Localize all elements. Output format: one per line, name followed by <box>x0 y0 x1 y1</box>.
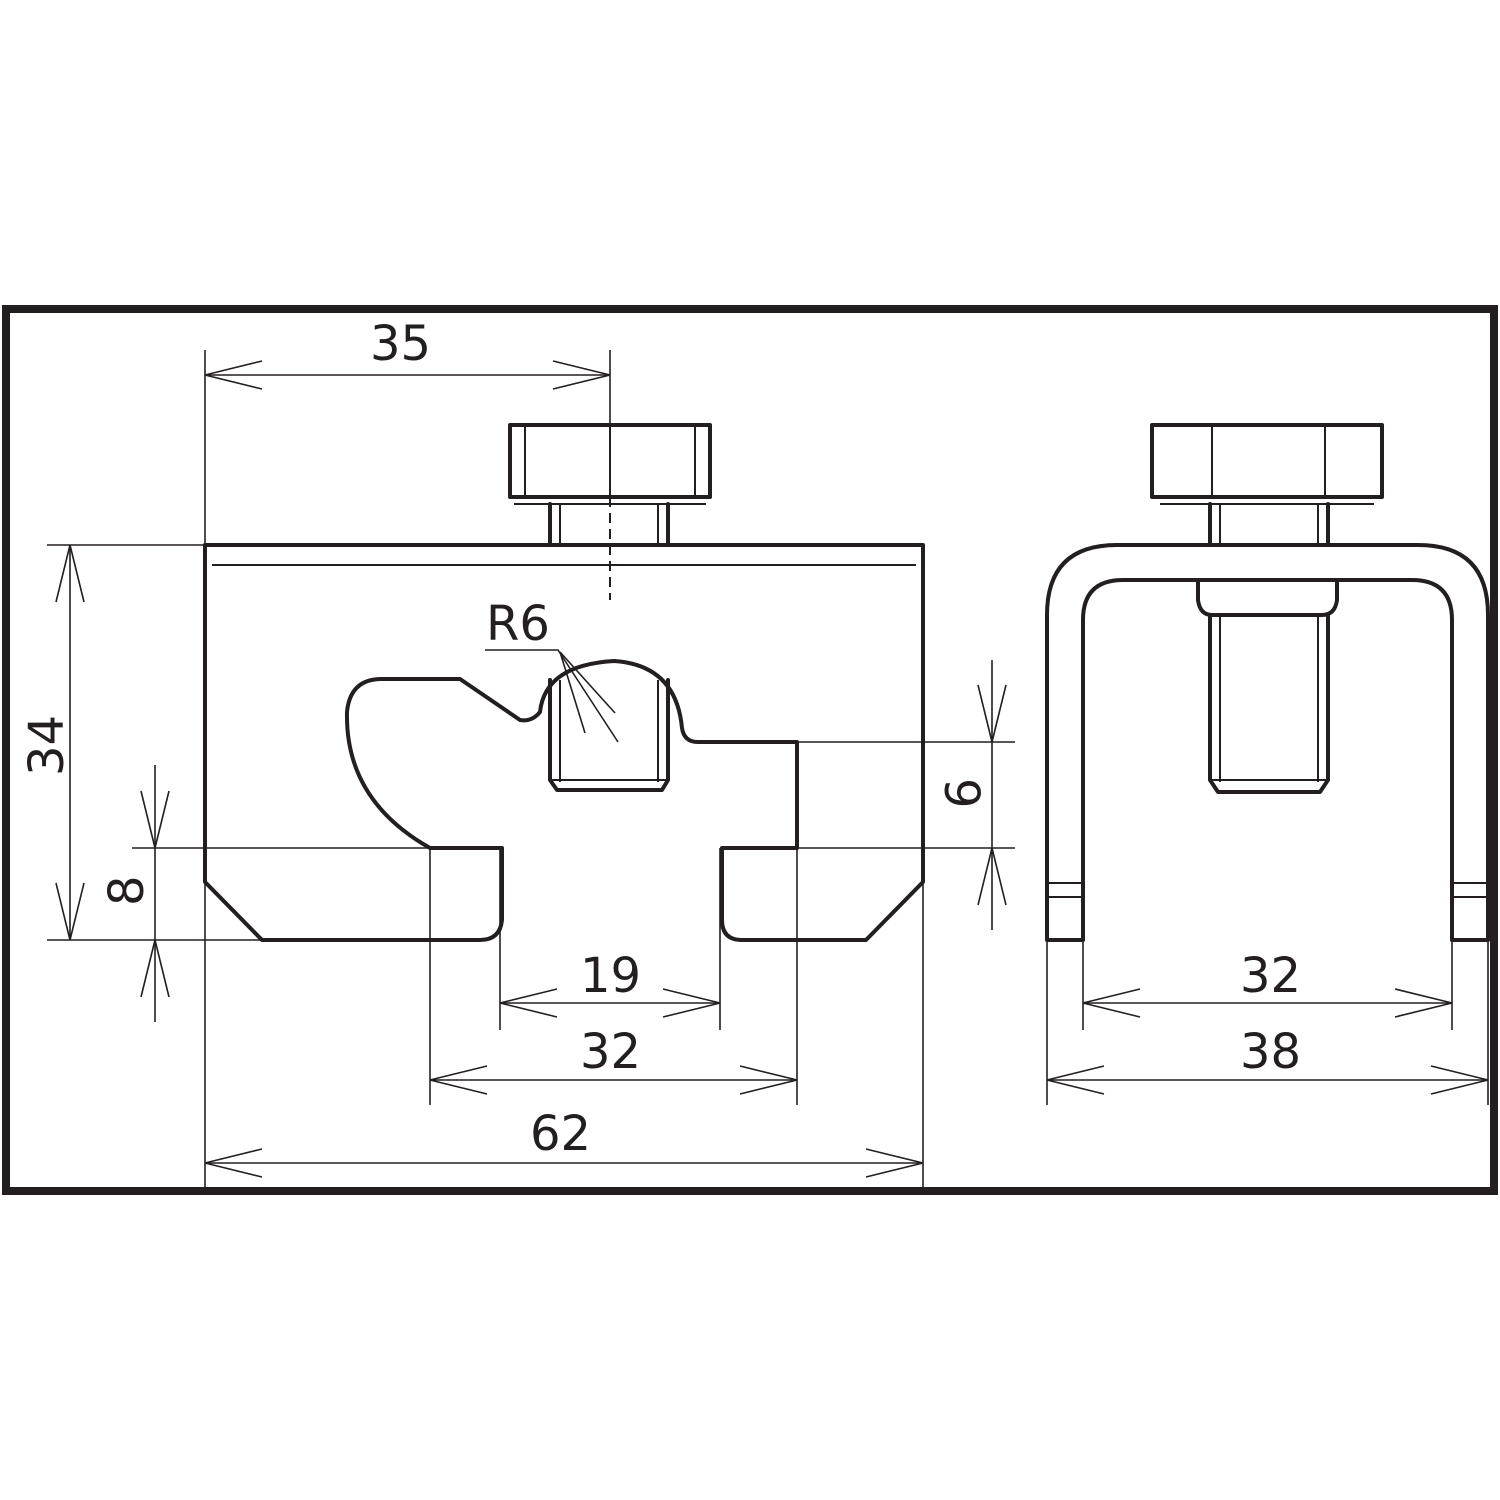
dim-62-arrow-right <box>865 1148 924 1178</box>
dim-35-label: 35 <box>370 316 431 372</box>
radius-ray <box>559 651 616 714</box>
dim-34-arrow-bottom <box>55 882 85 941</box>
dim-35-arrow-left <box>204 360 263 390</box>
front-bolt-tip <box>1208 613 1330 794</box>
front-view: 32 38 <box>1045 423 1490 1105</box>
bolt-tip-in-hole <box>548 678 670 792</box>
front-bolt-head <box>1150 423 1384 499</box>
radius-label: R6 <box>486 596 550 652</box>
dim-32-arrow-right <box>739 1065 798 1095</box>
threaded-boss <box>1196 578 1339 617</box>
dim-8-label: 8 <box>99 875 155 906</box>
front-dim-38-label: 38 <box>1240 1024 1301 1080</box>
front-dim-38-arrow-left <box>1046 1065 1105 1095</box>
dim-62-arrow-left <box>204 1148 263 1178</box>
dim-19-arrow-left <box>499 988 558 1018</box>
dim-9-arrow-bottom <box>977 847 1007 906</box>
dim-35-arrow-right <box>552 360 611 390</box>
front-dim-32-arrow-left <box>1082 988 1141 1018</box>
radius-leader <box>485 649 619 743</box>
dim-34-arrow-top <box>55 544 85 603</box>
dim-8-arrow-top <box>140 790 170 849</box>
dim-32-label: 32 <box>580 1024 641 1080</box>
front-dim-32-arrow-right <box>1394 988 1453 1018</box>
front-dim-32-label: 32 <box>1240 948 1301 1004</box>
u-bracket-outer <box>1045 543 1490 942</box>
dim-34-label: 34 <box>19 715 75 776</box>
drawing-frame <box>2 305 1498 1195</box>
side-view: R6 35 34 8 9 19 <box>19 316 1015 1187</box>
dim-9-label: 9 <box>933 778 989 809</box>
dim-19-label: 19 <box>580 948 641 1004</box>
front-dim-38-arrow-right <box>1430 1065 1489 1095</box>
dim-9-arrow-top <box>977 684 1007 743</box>
dim-62-label: 62 <box>530 1106 591 1162</box>
radius-ray <box>559 651 586 734</box>
dim-32-arrow-left <box>429 1065 488 1095</box>
clamp-body-outline <box>203 543 925 942</box>
dim-8-arrow-bottom <box>140 939 170 998</box>
dim-19-arrow-right <box>662 988 721 1018</box>
